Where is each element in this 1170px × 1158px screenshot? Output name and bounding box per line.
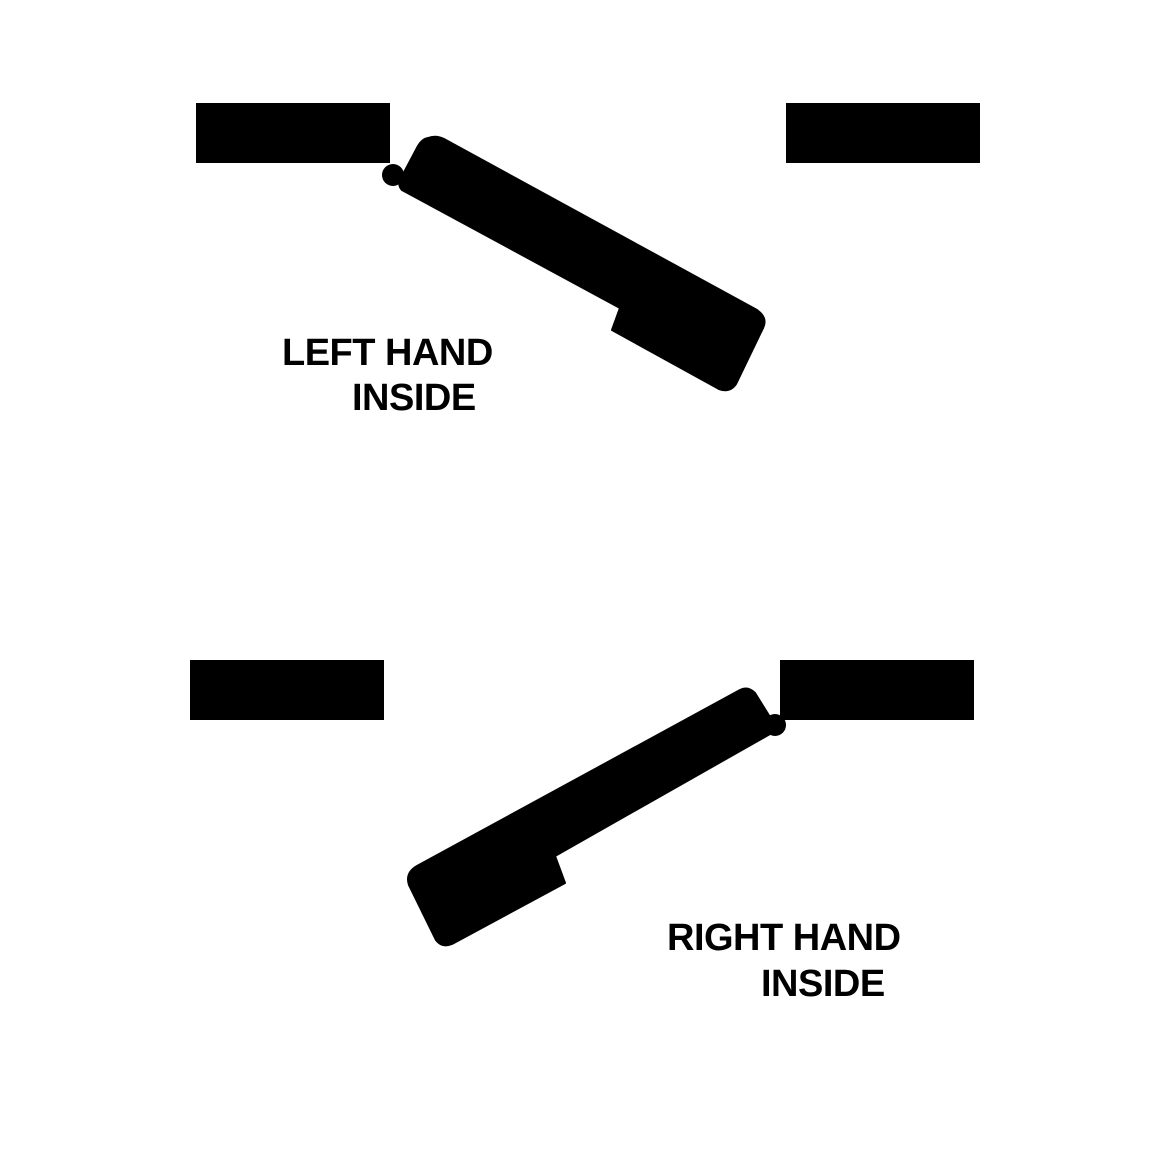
door-hinge bbox=[382, 164, 404, 186]
left-hand-label-line1: LEFT HAND bbox=[282, 332, 493, 374]
right-wall-segment bbox=[780, 660, 974, 720]
left-wall-segment bbox=[190, 660, 384, 720]
door-leaf bbox=[407, 687, 775, 947]
door-leaf bbox=[398, 135, 766, 392]
right-wall-segment bbox=[786, 103, 980, 163]
left-hand-label-line2: INSIDE bbox=[352, 377, 476, 419]
left-hand-inside-diagram bbox=[196, 103, 980, 392]
left-wall-segment bbox=[196, 103, 390, 163]
right-hand-label-line2: INSIDE bbox=[761, 963, 885, 1005]
right-hand-label-line1: RIGHT HAND bbox=[667, 917, 901, 959]
right-hand-inside-diagram bbox=[190, 660, 974, 947]
